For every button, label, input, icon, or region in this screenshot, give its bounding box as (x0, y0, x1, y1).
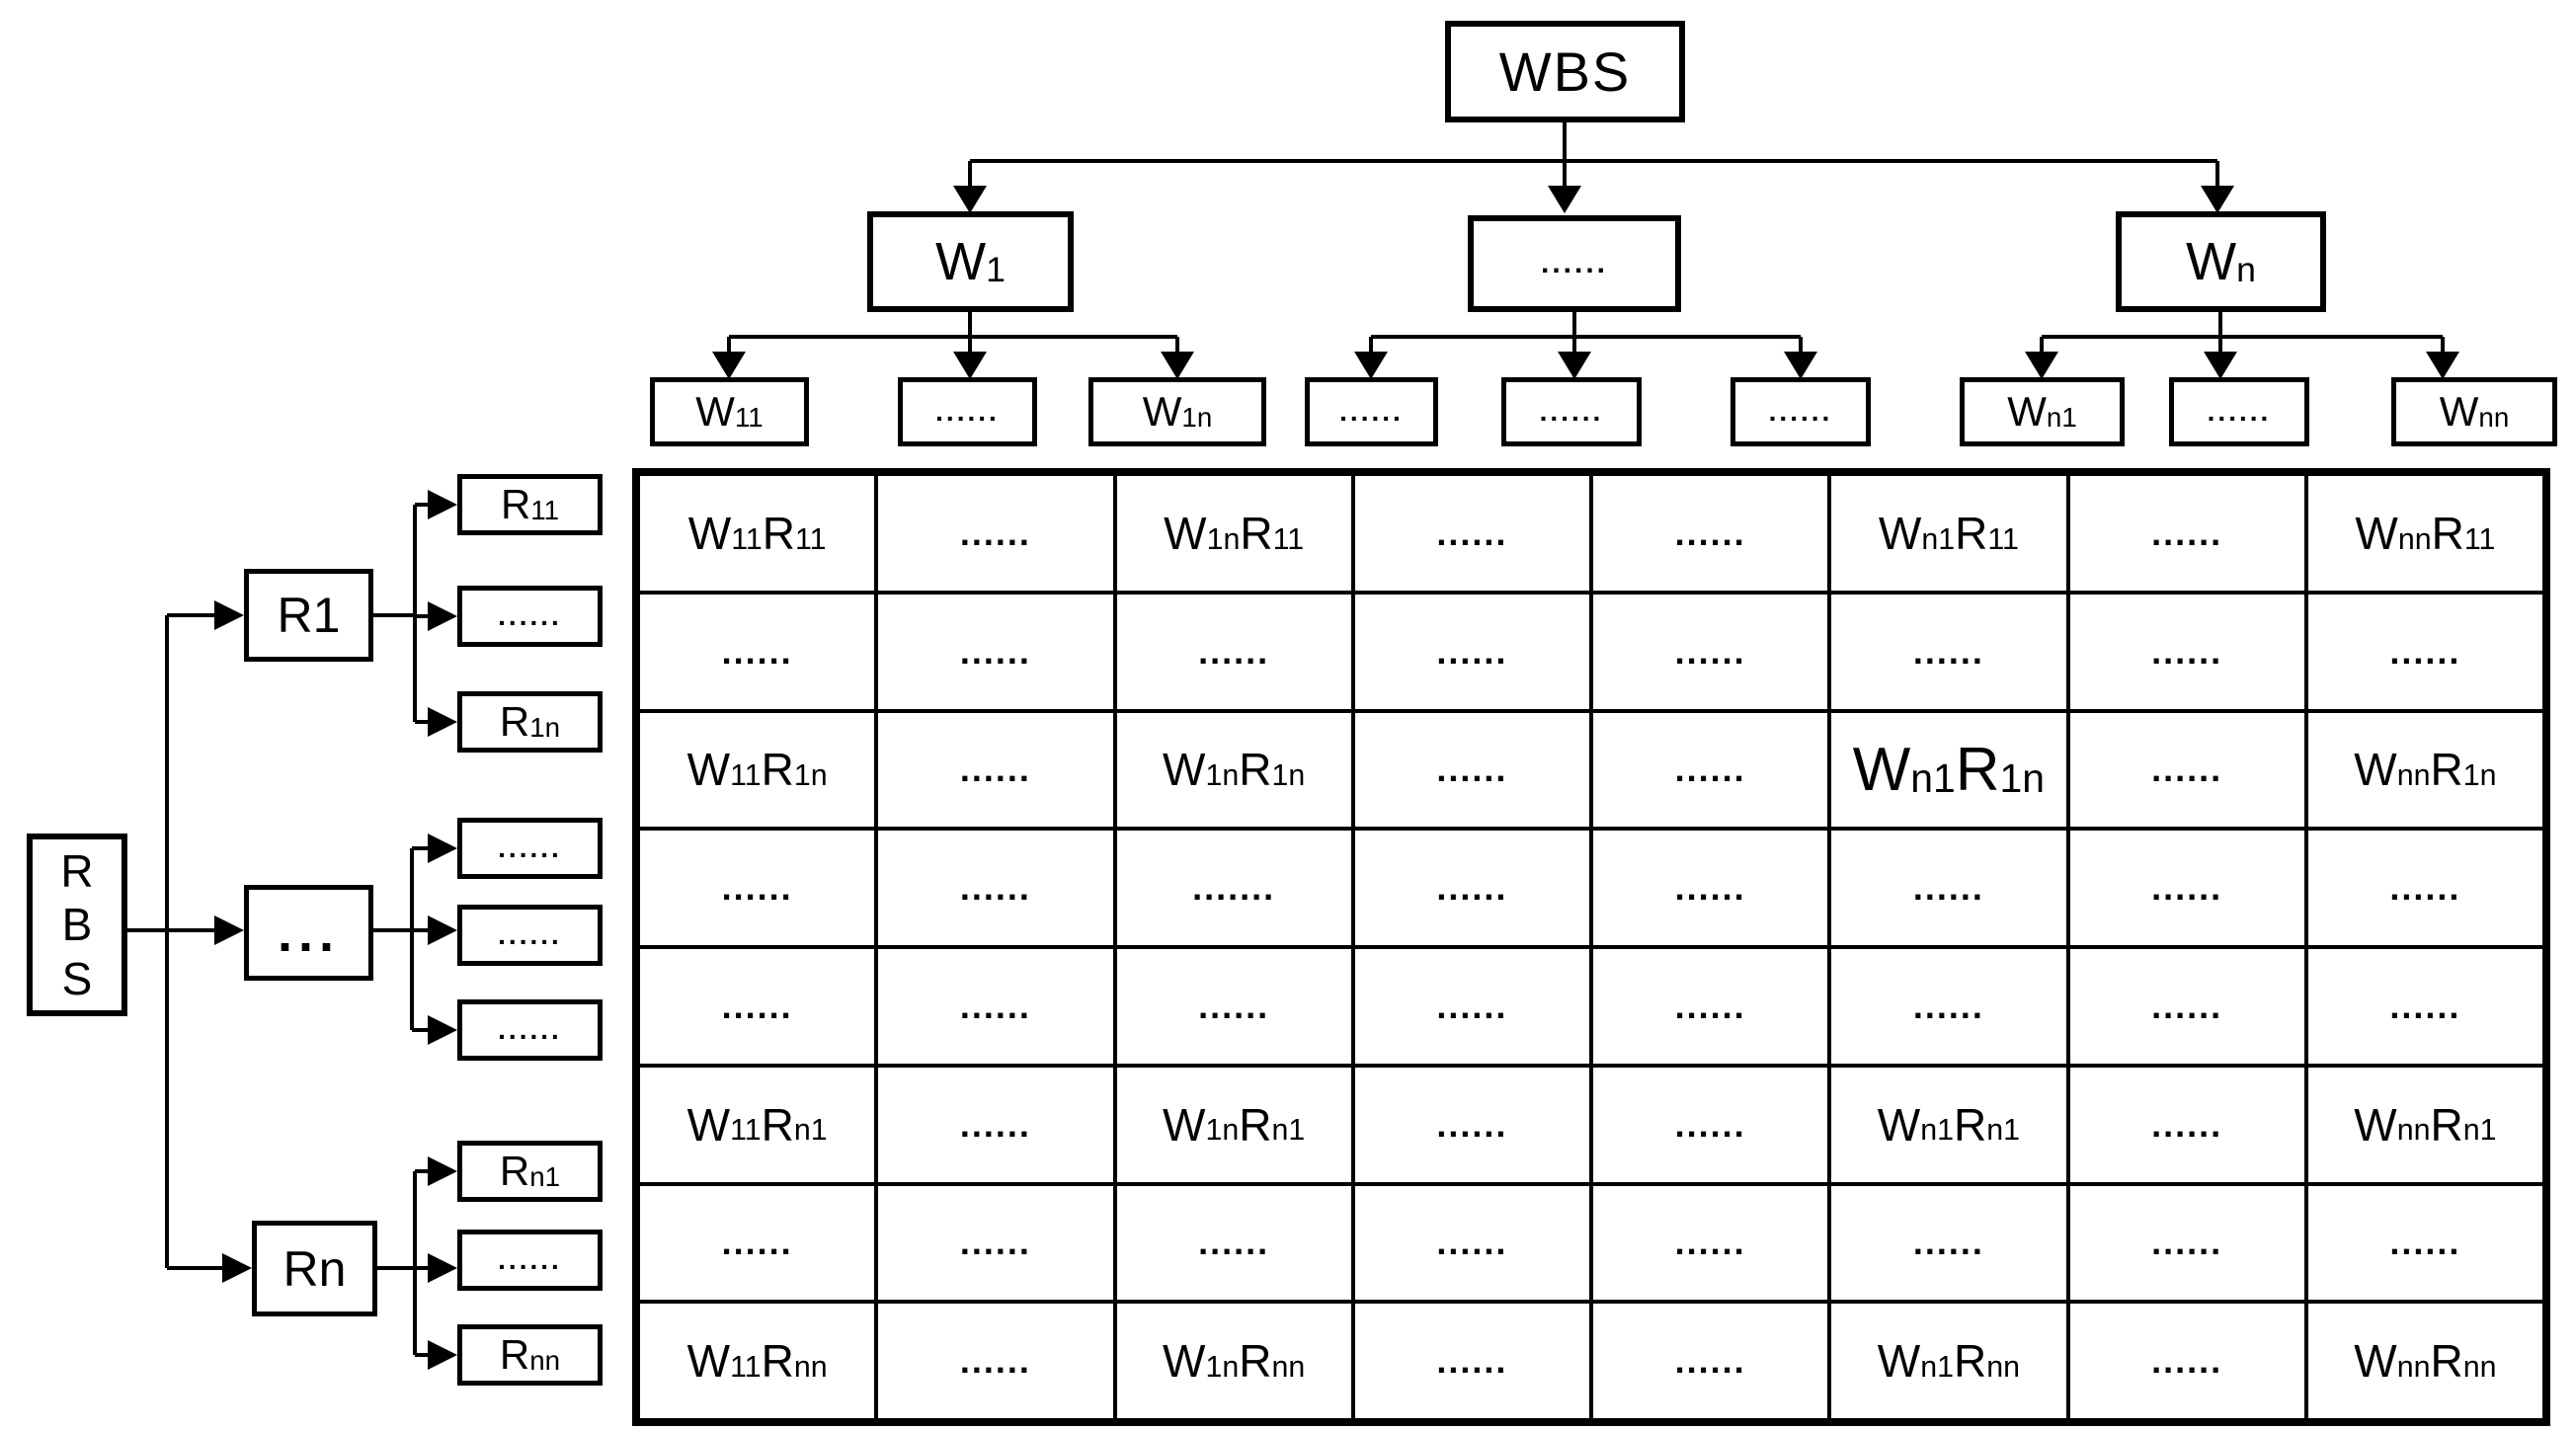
matrix-cell-r7c6: ...... (1829, 1183, 2068, 1303)
matrix-cell-r1c7: ...... (2067, 474, 2306, 593)
matrix-cell-r7c3: ...... (1114, 1183, 1353, 1303)
matrix-cell-r6c2: ...... (876, 1065, 1115, 1184)
rbs-node-r1: R1 (244, 569, 373, 662)
rbs-root-node: R B S (27, 834, 127, 1016)
matrix-cell-r1c5: ...... (1591, 474, 1830, 593)
matrix-cell-r8c7: ...... (2067, 1302, 2306, 1420)
wbs-node-dots-5: ...... (2169, 377, 2309, 446)
matrix-cell-r7c8: ...... (2305, 1183, 2544, 1303)
matrix-cell-r2c7: ...... (2067, 592, 2306, 711)
wbs-node-dots-2: ...... (1305, 377, 1438, 446)
wbs-root-node: WBS (1445, 21, 1685, 122)
rbs-node-dots-5: ...... (457, 1230, 603, 1291)
matrix-cell-r5c4: ...... (1352, 947, 1591, 1066)
wbs-node-dots-1: ...... (898, 377, 1037, 446)
matrix-cell-r2c8: ...... (2305, 592, 2544, 711)
matrix-cell-r6c7: ...... (2067, 1065, 2306, 1184)
matrix-cell-r2c5: ...... (1591, 592, 1830, 711)
matrix-cell-r4c8: ...... (2305, 829, 2544, 947)
matrix-cell-r8c4: ...... (1352, 1302, 1591, 1420)
arrow-heads (214, 186, 2459, 1370)
matrix-cell-r6c4: ...... (1352, 1065, 1591, 1184)
wbs-node-dots-3: ...... (1501, 377, 1642, 446)
rbs-node-dots-2: ...... (457, 818, 603, 879)
rbs-letter-s: S (61, 952, 93, 1004)
wbs-node-mid-dots: ...... (1468, 215, 1681, 312)
matrix-cell-r2c6: ...... (1829, 592, 2068, 711)
matrix-cell-r8c5: ...... (1591, 1302, 1830, 1420)
matrix-cell-r4c6: ...... (1829, 829, 2068, 947)
matrix-cell-r1c2: ...... (876, 474, 1115, 593)
matrix-cell-r3c2: ...... (876, 710, 1115, 830)
matrix-cell-r4c3: ....... (1114, 829, 1353, 947)
matrix-cell-r8c2: ...... (876, 1302, 1115, 1420)
matrix-cell-r2c2: ...... (876, 592, 1115, 711)
matrix-cell-r5c7: ...... (2067, 947, 2306, 1066)
matrix-cell-r5c8: ...... (2305, 947, 2544, 1066)
matrix-cell-r3c4: ...... (1352, 710, 1591, 830)
rbs-node-dots-3: ...... (457, 905, 603, 966)
tree-lines (127, 122, 2445, 1357)
matrix-cell-r7c5: ...... (1591, 1183, 1830, 1303)
rbs-letter-b: B (61, 899, 93, 951)
matrix-cell-r5c3: ...... (1114, 947, 1353, 1066)
matrix-cell-r2c4: ...... (1352, 592, 1591, 711)
rbs-letter-r: R (60, 845, 94, 898)
matrix-cell-r1c4: ...... (1352, 474, 1591, 593)
matrix-cell-r7c1: ...... (638, 1183, 877, 1303)
matrix-cell-r3c5: ...... (1591, 710, 1830, 830)
rbs-node-dots-4: ...... (457, 999, 603, 1061)
matrix-cell-r5c1: ...... (638, 947, 877, 1066)
matrix-cell-r2c1: ...... (638, 592, 877, 711)
rbs-node-mid-dots: ... (244, 885, 373, 981)
matrix-cell-r3c7: ...... (2067, 710, 2306, 830)
matrix-cell-r6c5: ...... (1591, 1065, 1830, 1184)
matrix-cell-r4c4: ...... (1352, 829, 1591, 947)
rbs-node-rn: Rn (252, 1221, 377, 1316)
matrix-cell-r2c3: ...... (1114, 592, 1353, 711)
matrix-cell-r5c6: ...... (1829, 947, 2068, 1066)
matrix-cell-r4c5: ...... (1591, 829, 1830, 947)
rbs-node-dots-1: ...... (457, 586, 603, 647)
matrix-cell-r7c4: ...... (1352, 1183, 1591, 1303)
matrix-cell-r4c2: ...... (876, 829, 1115, 947)
matrix-cell-r5c2: ...... (876, 947, 1115, 1066)
matrix-cell-r7c2: ...... (876, 1183, 1115, 1303)
matrix-cell-r7c7: ...... (2067, 1183, 2306, 1303)
matrix-cell-r4c1: ...... (638, 829, 877, 947)
matrix-cell-r5c5: ...... (1591, 947, 1830, 1066)
wbs-node-dots-4: ...... (1731, 377, 1871, 446)
matrix-cell-r4c7: ...... (2067, 829, 2306, 947)
